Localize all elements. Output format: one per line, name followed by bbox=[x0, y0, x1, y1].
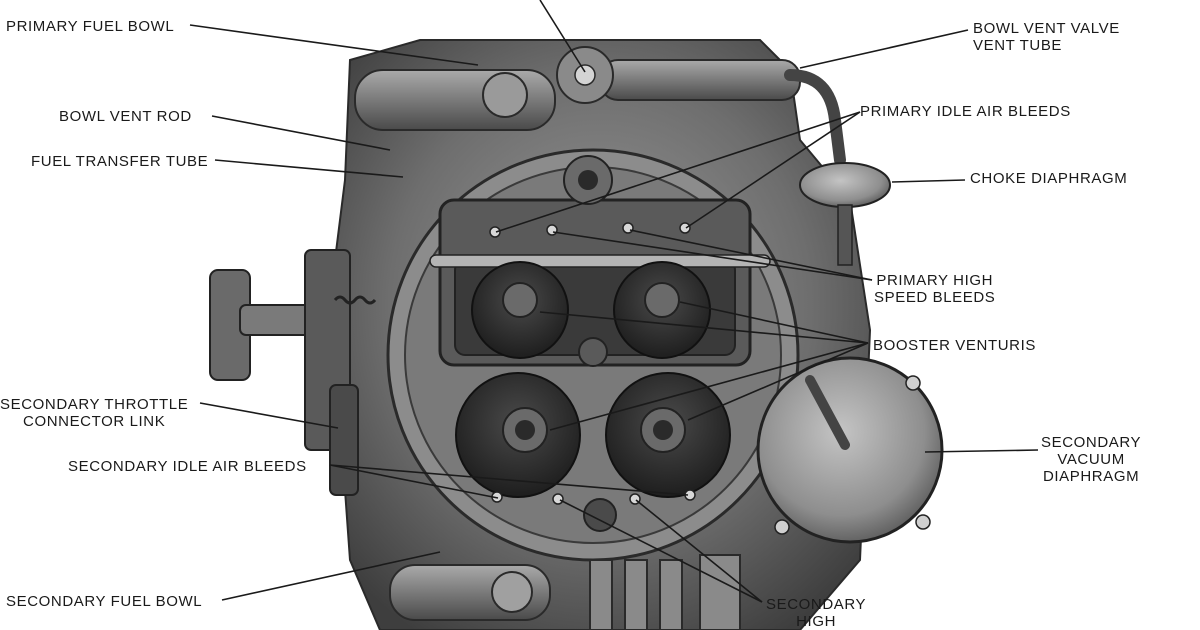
return-spring bbox=[333, 295, 377, 305]
label-secondary-vacuum-line-1: SECONDARY bbox=[1041, 434, 1142, 451]
leader-bowl-vent-valve bbox=[799, 29, 969, 69]
label-secondary-vacuum-diaphragm: SECONDARY VACUUM DIAPHRAGM bbox=[1041, 434, 1141, 485]
choke-diaphragm-stem bbox=[837, 204, 853, 266]
label-secondary-high-line-1: SECONDARY bbox=[766, 596, 867, 613]
leader-secondary-vacuum bbox=[924, 449, 1039, 453]
top-boss-hole bbox=[578, 170, 598, 190]
label-bowl-vent-valve-line-1: BOWL VENT VALVE bbox=[973, 20, 1120, 37]
label-primary-high-speed-bleeds: PRIMARY HIGH SPEED BLEEDS bbox=[874, 272, 995, 306]
secondary-vacuum-diaphragm-unit bbox=[756, 356, 944, 544]
label-bowl-vent-rod: BOWL VENT ROD bbox=[59, 108, 192, 125]
leader-primary-idle-1 bbox=[495, 111, 861, 233]
primary-bowl-cap bbox=[482, 72, 528, 118]
leader-top bbox=[539, 0, 586, 73]
choke-shaft bbox=[574, 64, 596, 86]
label-booster-venturis-text: BOOSTER VENTURIS bbox=[873, 337, 1036, 354]
label-primary-idle-air-bleeds-text: PRIMARY IDLE AIR BLEEDS bbox=[860, 103, 1071, 120]
label-primary-fuel-bowl: PRIMARY FUEL BOWL bbox=[6, 18, 174, 35]
label-secondary-high: SECONDARY HIGH bbox=[766, 596, 866, 630]
label-choke-diaphragm-text: CHOKE DIAPHRAGM bbox=[970, 170, 1128, 187]
leader-lines bbox=[189, 0, 1039, 603]
diaphragm-screw-3 bbox=[774, 519, 790, 535]
diaphragm-screw-2 bbox=[915, 514, 931, 530]
carburetor-body bbox=[209, 39, 944, 630]
center-post bbox=[578, 337, 608, 367]
label-primary-idle-air-bleeds: PRIMARY IDLE AIR BLEEDS bbox=[860, 103, 1071, 120]
leader-fuel-transfer-tube bbox=[214, 159, 404, 178]
bottom-boss bbox=[583, 498, 617, 532]
label-secondary-vacuum-line-2: VACUUM bbox=[1057, 451, 1125, 468]
label-secondary-idle-air-bleeds-text: SECONDARY IDLE AIR BLEEDS bbox=[68, 458, 307, 475]
primary-booster-left bbox=[502, 282, 538, 318]
label-secondary-fuel-bowl-text: SECONDARY FUEL BOWL bbox=[6, 593, 203, 610]
label-primary-fuel-bowl-text: PRIMARY FUEL BOWL bbox=[6, 18, 175, 35]
leader-secondary-fuel-bowl bbox=[221, 551, 441, 601]
label-bowl-vent-valve-vent-tube: BOWL VENT VALVE VENT TUBE bbox=[973, 20, 1120, 54]
label-secondary-throttle-line-2: CONNECTOR LINK bbox=[23, 413, 166, 430]
leader-primary-high-2 bbox=[629, 229, 873, 281]
secondary-booster-right-hole bbox=[653, 420, 673, 440]
label-secondary-throttle-line-1: SECONDARY THROTTLE bbox=[0, 396, 189, 413]
diaphragm-rod bbox=[805, 375, 850, 450]
leader-primary-fuel-bowl bbox=[189, 24, 479, 66]
label-secondary-throttle-connector-link: SECONDARY THROTTLE CONNECTOR LINK bbox=[0, 396, 188, 430]
leader-primary-idle-2 bbox=[685, 111, 861, 229]
leader-secondary-high-2 bbox=[635, 499, 763, 603]
label-primary-high-line-2: SPEED BLEEDS bbox=[874, 289, 996, 306]
leader-booster-1 bbox=[539, 311, 869, 344]
label-secondary-idle-air-bleeds: SECONDARY IDLE AIR BLEEDS bbox=[68, 458, 307, 475]
label-secondary-fuel-bowl: SECONDARY FUEL BOWL bbox=[6, 593, 202, 610]
label-fuel-transfer-tube-text: FUEL TRANSFER TUBE bbox=[31, 153, 209, 170]
secondary-bowl-cap bbox=[491, 571, 533, 613]
diaphragm-screw-1 bbox=[905, 375, 921, 391]
leader-booster-3 bbox=[549, 342, 869, 431]
bottom-fins bbox=[589, 554, 741, 630]
leader-booster-2 bbox=[679, 301, 869, 344]
leader-choke-diaphragm bbox=[891, 179, 966, 183]
leader-primary-high-1 bbox=[552, 231, 873, 281]
primary-booster-right bbox=[644, 282, 680, 318]
label-primary-high-line-1: PRIMARY HIGH bbox=[876, 272, 994, 289]
label-bowl-vent-valve-line-2: VENT TUBE bbox=[973, 37, 1063, 54]
secondary-connector-link bbox=[329, 384, 359, 496]
secondary-booster-left-hole bbox=[515, 420, 535, 440]
label-bowl-vent-rod-text: BOWL VENT ROD bbox=[59, 108, 192, 125]
label-secondary-high-line-2: HIGH bbox=[796, 613, 837, 630]
leader-secondary-idle-2 bbox=[329, 464, 689, 496]
leader-booster-4 bbox=[687, 342, 869, 421]
label-fuel-transfer-tube: FUEL TRANSFER TUBE bbox=[31, 153, 208, 170]
vent-tube-bar bbox=[599, 59, 801, 101]
leader-bowl-vent-rod bbox=[211, 115, 391, 151]
choke-diaphragm-unit bbox=[799, 162, 891, 208]
label-booster-venturis: BOOSTER VENTURIS bbox=[873, 337, 1036, 354]
leader-secondary-idle-1 bbox=[329, 464, 499, 499]
label-choke-diaphragm: CHOKE DIAPHRAGM bbox=[970, 170, 1127, 187]
label-secondary-vacuum-line-3: DIAPHRAGM bbox=[1042, 468, 1140, 485]
leader-secondary-high-1 bbox=[559, 499, 763, 603]
leader-secondary-throttle-link bbox=[199, 402, 339, 429]
